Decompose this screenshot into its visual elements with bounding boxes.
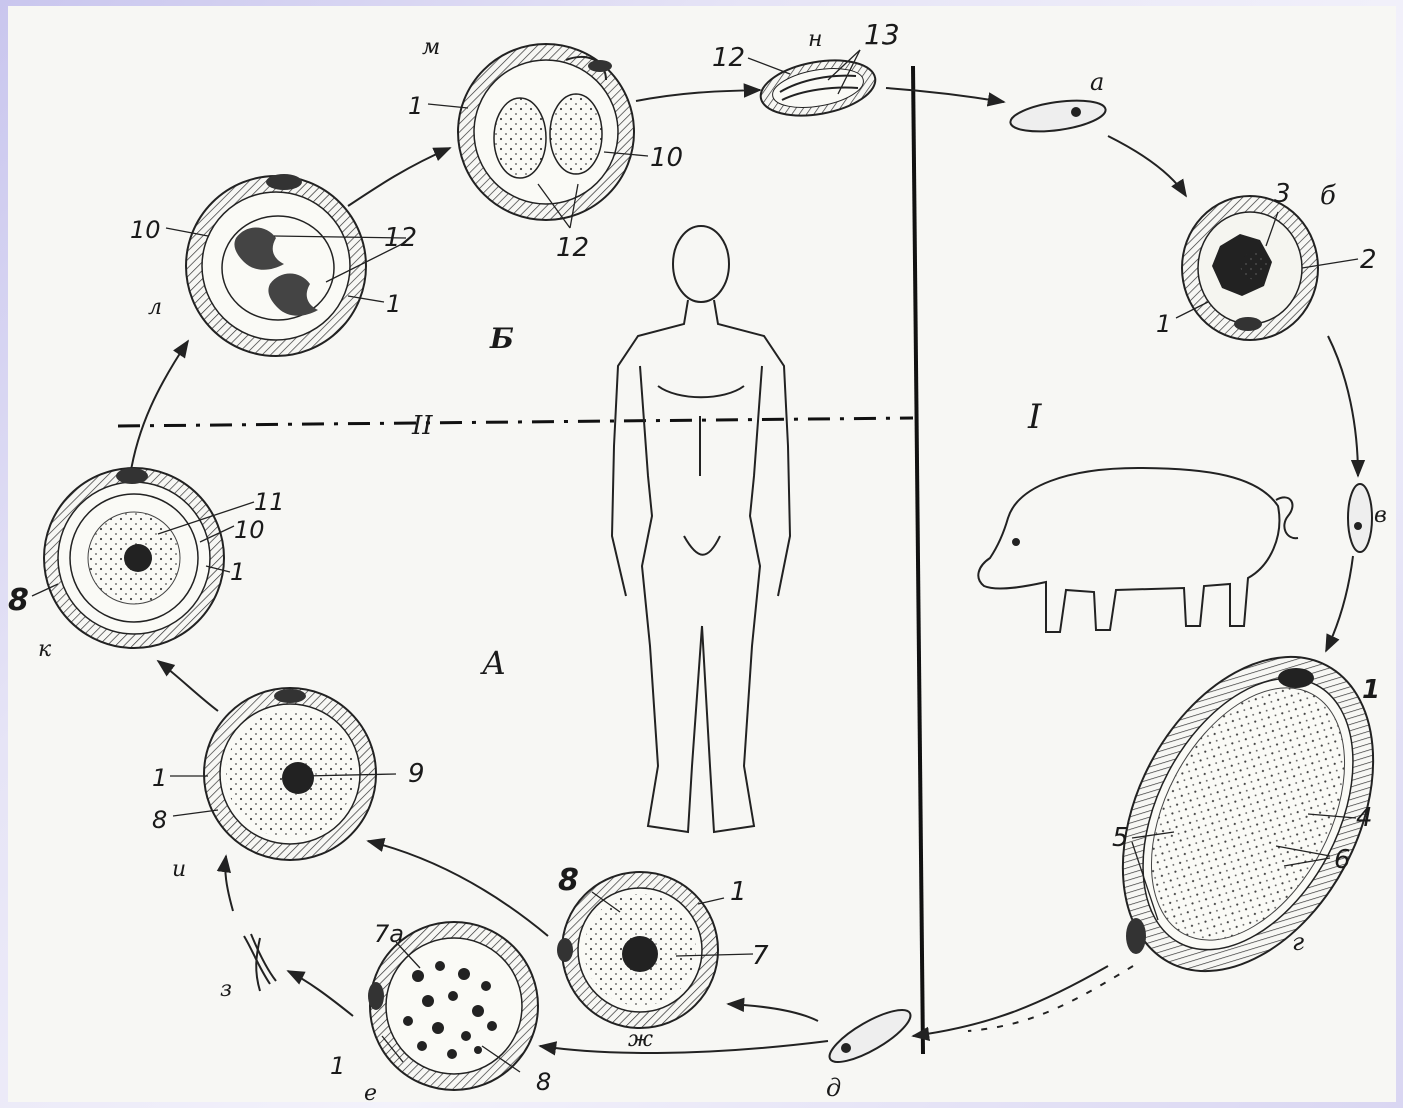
stage-letter-z: з (220, 977, 232, 1002)
stage-m-oocyst (458, 44, 634, 220)
callout-1-e: 1 (330, 1052, 345, 1080)
stage-letter-v: в (1374, 503, 1387, 528)
callout-10-l: 10 (130, 216, 161, 244)
stage-letter-k: к (38, 637, 52, 662)
callout-9-i: 9 (408, 759, 425, 789)
stage-letter-zh: ж (628, 1027, 653, 1052)
stage-g-plasmodium (1072, 614, 1396, 1014)
stage-v-cell (1348, 484, 1372, 552)
callout-13-n: 13 (864, 18, 900, 51)
callout-10-k: 10 (234, 516, 265, 544)
stage-a-onchosphere (1009, 95, 1108, 136)
callout-4-g: 4 (1356, 803, 1373, 833)
callout-3-b: 3 (1274, 179, 1291, 209)
callout-8-i: 8 (152, 806, 167, 834)
stage-letter-g: г (1292, 928, 1304, 956)
stage-n-sporocyst (756, 52, 879, 123)
label-section-b: Б (489, 322, 514, 355)
stage-i-cell (204, 688, 376, 860)
host-divider-vertical (913, 66, 923, 1054)
stage-letter-i: и (172, 857, 186, 882)
stage-letter-e: е (364, 1081, 377, 1102)
stage-letter-m: м (422, 35, 440, 60)
stage-letter-b: б (1320, 181, 1336, 211)
stage-letter-l: л (148, 295, 162, 320)
callout-5-g: 5 (1112, 823, 1129, 853)
callout-12-l: 12 (384, 223, 417, 253)
stage-letter-n: н (808, 27, 823, 52)
diagram-svg: I II А Б а б в г д е ж з и к л м н 3 2 1… (8, 6, 1396, 1102)
stage-l-oocyst (186, 174, 366, 356)
callout-8-k: 8 (8, 583, 29, 618)
callout-7-zh: 7 (752, 941, 769, 971)
callout-6-g: 6 (1334, 845, 1351, 875)
callout-1-b: 1 (1156, 310, 1171, 338)
callout-1-zh: 1 (730, 877, 747, 907)
callout-8-e: 8 (536, 1068, 551, 1096)
stage-letter-d: д (826, 1074, 841, 1102)
label-section-a: А (480, 644, 506, 682)
stage-z-microgamete (244, 934, 276, 991)
human-host-icon (612, 226, 790, 832)
stage-d-merozoite (823, 1001, 917, 1071)
stage-letter-a: а (1090, 68, 1104, 96)
callout-1-g: 1 (1362, 675, 1380, 705)
host-divider-dashed (118, 418, 913, 426)
callout-12-n: 12 (712, 43, 745, 73)
callout-1-l: 1 (386, 290, 401, 318)
callout-8-zh: 8 (558, 863, 579, 898)
stage-k-zygote (44, 468, 224, 648)
label-intermediate-host: I (1027, 397, 1042, 437)
stage-b-cell (1182, 196, 1318, 340)
callout-12-m: 12 (556, 233, 589, 263)
callout-1-k: 1 (230, 558, 245, 586)
callout-2-b: 2 (1360, 245, 1377, 275)
stage-zh-cell (557, 872, 718, 1028)
callout-1-m: 1 (408, 92, 423, 120)
callout-1-i: 1 (152, 764, 167, 792)
lifecycle-diagram: I II А Б а б в г д е ж з и к л м н 3 2 1… (8, 6, 1396, 1102)
callout-10-m: 10 (650, 143, 683, 173)
callout-7a-e: 7а (374, 920, 404, 948)
pig-host-icon (978, 468, 1298, 632)
callout-11-k: 11 (254, 488, 285, 516)
label-definitive-host: II (411, 411, 433, 441)
